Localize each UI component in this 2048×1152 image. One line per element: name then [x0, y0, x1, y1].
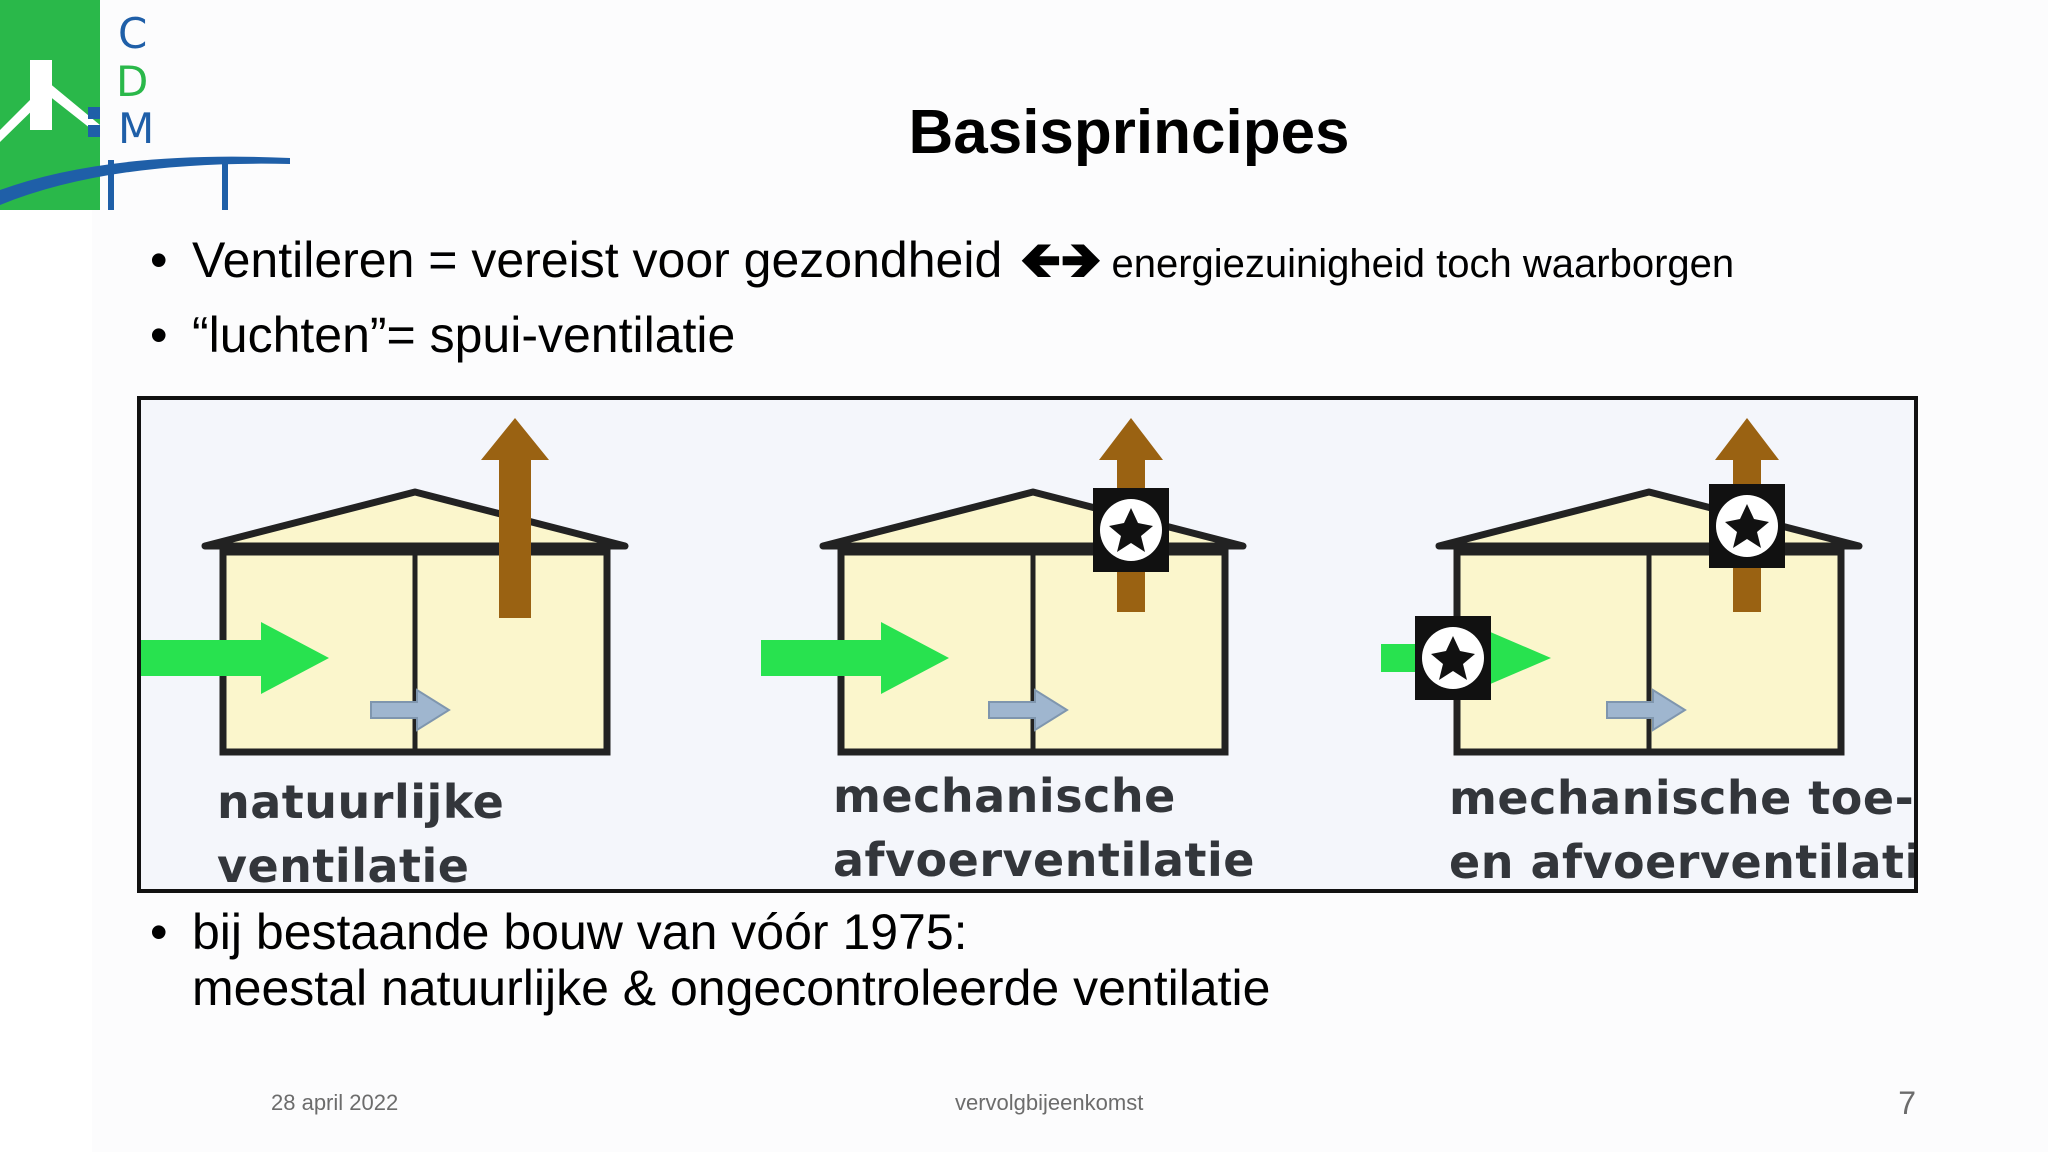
bullet-subtext: energiezuinigheid toch waarborgen	[1111, 242, 1735, 286]
panel-label-line2: afvoerventilatie	[833, 833, 1255, 887]
bullet-text: bij bestaande bouw van vóór 1975: meesta…	[192, 904, 1270, 1016]
panel-label-mechanical-exhaust: mechanische afvoerventilatie	[833, 764, 1255, 889]
fan-icon	[1415, 616, 1491, 700]
logo-letter-m: M	[118, 104, 154, 153]
exhaust-arrow-icon	[481, 418, 549, 618]
bullet-main-text: Ventileren = vereist voor gezondheid	[192, 232, 1003, 288]
ventilation-diagram: natuurlijke ventilatie mechanische afvoe…	[137, 396, 1918, 893]
bullet-line1: bij bestaande bouw van vóór 1975:	[192, 904, 968, 960]
fan-icon	[1709, 484, 1785, 568]
cdm-logo: C D M	[0, 0, 300, 210]
supply-arrow-icon	[761, 622, 949, 694]
panel-label-line1: mechanische	[833, 769, 1176, 823]
panel-label-line1: mechanische toe-	[1449, 771, 1915, 825]
footer-title: vervolgbijeenkomst	[955, 1090, 1144, 1115]
page-number: 7	[1898, 1085, 1916, 1121]
panel-label-line2: en afvoerventilatie	[1449, 835, 1918, 889]
bullet-text: Ventileren = vereist voor gezondheid 🡸🡺en…	[192, 232, 1734, 292]
house-balanced-ventilation	[1381, 418, 1863, 756]
house-natural-ventilation	[141, 418, 629, 756]
panel-label-balanced: mechanische toe- en afvoerventilatie	[1449, 766, 1918, 889]
footer-date: 28 april 2022	[271, 1090, 399, 1115]
house-mechanical-exhaust	[761, 418, 1247, 756]
bullet-dot: •	[150, 904, 168, 960]
panel-label-line1: natuurlijke	[217, 775, 505, 829]
logo-letter-d: D	[116, 57, 148, 106]
bullet-line2: meestal natuurlijke & ongecontroleerde v…	[192, 960, 1271, 1016]
slide-title: Basisprincipes	[908, 98, 1350, 167]
inner-arrow-icon	[988, 688, 1069, 732]
logo-letter-c: C	[118, 9, 147, 58]
bullet-dot: •	[150, 307, 168, 363]
supply-arrow-icon	[141, 622, 329, 694]
inner-arrow-icon	[370, 688, 451, 732]
panel-label-line2: ventilatie	[217, 839, 470, 893]
bullet-text: “luchten”= spui-ventilatie	[192, 307, 736, 363]
inner-arrow-icon	[1606, 688, 1687, 732]
double-arrow-icon: 🡸🡺	[1020, 232, 1102, 288]
bullet-dot: •	[150, 232, 168, 288]
panel-label-natural: natuurlijke ventilatie	[217, 770, 505, 893]
fan-icon	[1093, 488, 1169, 572]
